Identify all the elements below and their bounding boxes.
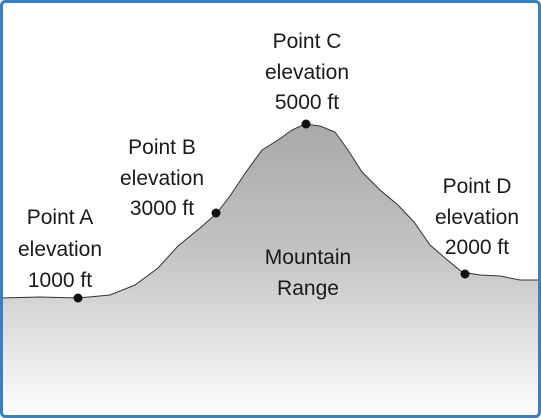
point-d-marker [460,269,470,279]
point-a-name: Point A [27,206,94,229]
point-d-name: Point D [443,175,512,198]
point-b-elevation-value: 3000 ft [130,197,194,220]
point-a-marker [73,293,83,303]
region-label-line-1: Mountain [265,246,351,269]
point-b-name: Point B [128,136,196,159]
point-a-elevation-label: elevation [18,238,102,261]
mountain-silhouette [0,124,541,418]
region-label-line-2: Range [277,277,339,300]
point-d-elevation-value: 2000 ft [445,236,509,259]
point-c-name: Point C [273,30,342,53]
point-a-elevation-value: 1000 ft [28,269,92,292]
point-c-elevation-label: elevation [265,61,349,84]
point-c-marker [301,119,311,129]
point-d-elevation-label: elevation [435,206,519,229]
point-c-elevation-value: 5000 ft [275,91,339,114]
point-b-marker [211,208,221,218]
point-b-elevation-label: elevation [120,167,204,190]
